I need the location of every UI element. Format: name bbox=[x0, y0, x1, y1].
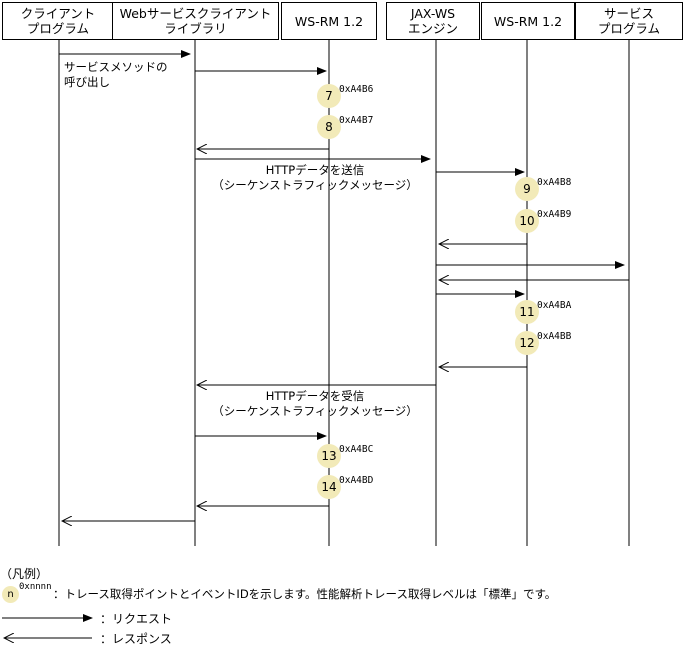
trace-point-9: 9 bbox=[515, 177, 539, 201]
trace-point-12: 12 bbox=[515, 331, 539, 355]
trace-point-13: 13 bbox=[317, 444, 341, 468]
lifeline-client-program: クライアント プログラム bbox=[2, 2, 114, 40]
legend-response-label: ：レスポンス bbox=[100, 632, 172, 646]
trace-point-11: 11 bbox=[515, 300, 539, 324]
legend-trace-symbol: n bbox=[2, 586, 19, 603]
legend-trace-code: 0xnnnn bbox=[19, 582, 52, 592]
trace-code: 0xA4BA bbox=[537, 300, 572, 311]
lifeline-ws-rm-client: WS-RM 1.2 bbox=[281, 2, 377, 40]
trace-code: 0xA4B6 bbox=[339, 84, 374, 95]
receive-http-data-label: HTTPデータを受信 （シーケンストラフィックメッセージ） bbox=[212, 389, 418, 418]
send-http-data-label: HTTPデータを送信 （シーケンストラフィックメッセージ） bbox=[212, 163, 418, 192]
trace-code: 0xA4BC bbox=[339, 444, 374, 455]
trace-code: 0xA4B8 bbox=[537, 177, 572, 188]
trace-point-8: 8 bbox=[317, 115, 341, 139]
trace-point-14: 14 bbox=[317, 475, 341, 499]
trace-point-7: 7 bbox=[317, 84, 341, 108]
trace-point-10: 10 bbox=[515, 209, 539, 233]
lifeline-service-program: サービス プログラム bbox=[575, 2, 683, 40]
legend-title: （凡例） bbox=[0, 567, 49, 581]
trace-code: 0xA4BB bbox=[537, 331, 572, 342]
lifeline-ws-client-library: Webサービスクライアント ライブラリ bbox=[112, 2, 279, 40]
lifeline-jax-ws-engine: JAX-WS エンジン bbox=[386, 2, 480, 40]
legend-request-label: ：リクエスト bbox=[100, 612, 173, 626]
trace-code: 0xA4B9 bbox=[537, 209, 572, 220]
trace-code: 0xA4B7 bbox=[339, 115, 374, 126]
trace-code: 0xA4BD bbox=[339, 475, 374, 486]
call-service-method-label: サービスメソッドの 呼び出し bbox=[64, 60, 168, 89]
lifeline-ws-rm-server: WS-RM 1.2 bbox=[481, 2, 575, 40]
legend-trace-description: ：トレース取得ポイントとイベントIDを示します。性能解析トレース取得レベルは「標… bbox=[53, 587, 557, 601]
